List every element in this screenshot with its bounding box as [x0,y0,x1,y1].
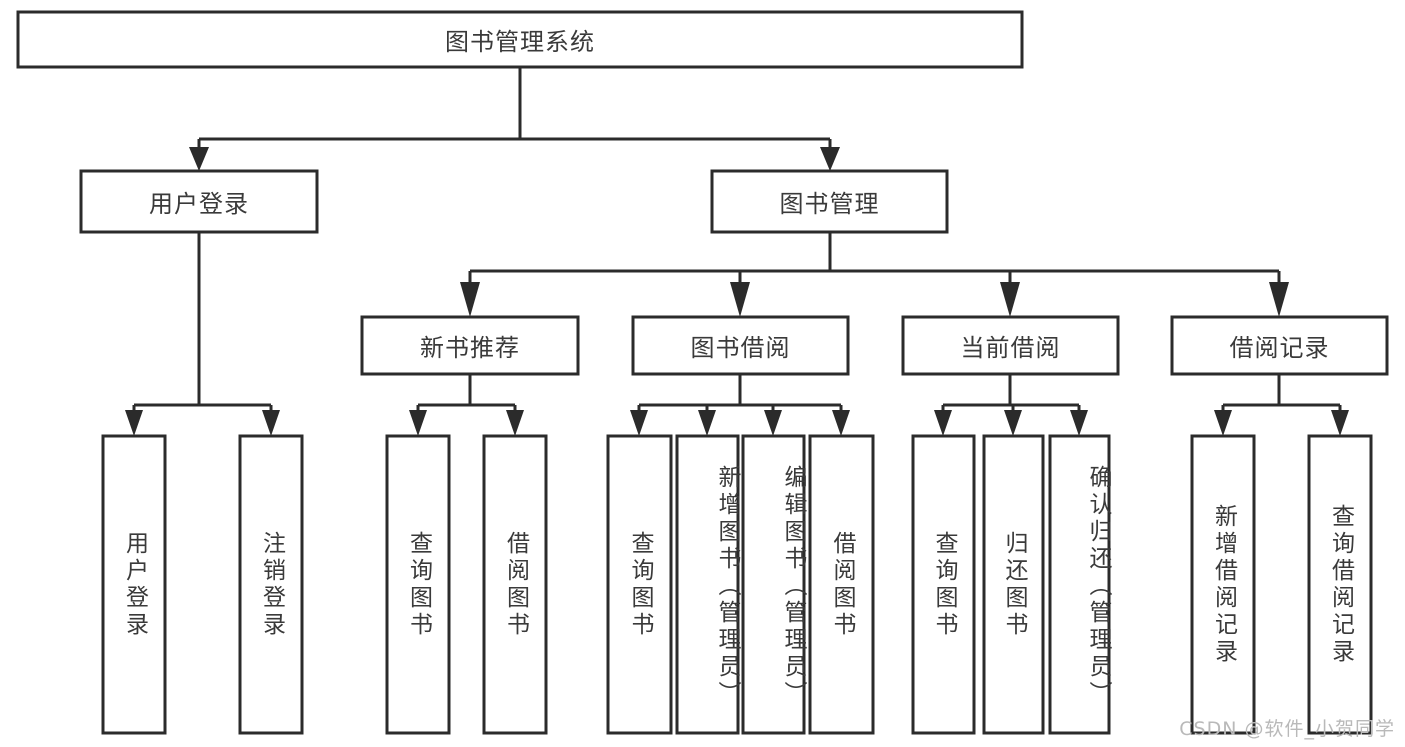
node-box-leaf-return-book[interactable] [982,434,1045,735]
arrow-head-borrow-record [1269,282,1289,317]
node-box-book-management[interactable] [710,169,949,234]
arrow-head-current-borrow [1000,282,1020,317]
arrow-head-leaf-query-book-recommend [409,410,427,436]
arrow-head-leaf-edit-book-admin [764,410,782,436]
node-box-leaf-borrow-book-recommend[interactable] [482,434,548,735]
arrow-head-leaf-confirm-return-admin [1070,410,1088,436]
arrow-head-leaf-add-borrow-record [1214,410,1232,436]
node-box-book-borrow[interactable] [631,315,850,376]
node-box-leaf-add-book-admin[interactable] [675,434,740,735]
connector-group-book-management [460,232,1289,317]
node-box-leaf-query-book-borrow[interactable] [606,434,673,735]
connector-group-user-login [125,232,280,436]
watermark-text: CSDN @软件_小贺同学 [1179,718,1395,740]
node-box-borrow-record[interactable] [1170,315,1389,376]
node-box-leaf-query-book-recommend[interactable] [385,434,451,735]
node-box-leaf-borrow-book[interactable] [808,434,875,735]
node-box-leaf-edit-book-admin[interactable] [741,434,806,735]
node-box-leaf-user-login[interactable] [101,434,167,735]
node-box-leaf-confirm-return-admin[interactable] [1048,434,1111,735]
node-box-root[interactable] [16,10,1024,69]
arrow-head-leaf-borrow-book [832,410,850,436]
arrow-head-book-management [820,147,840,171]
node-box-leaf-query-book-current[interactable] [911,434,976,735]
arrow-head-user-login [189,147,209,171]
arrow-head-leaf-borrow-book-recommend [506,410,524,436]
node-box-new-book-recommend[interactable] [360,315,580,376]
connector-group-root [189,67,840,171]
connector-group-current-borrow [934,374,1088,436]
arrow-head-leaf-user-login [125,410,143,436]
arrow-head-leaf-logout [262,410,280,436]
arrow-head-book-borrow [730,282,750,317]
node-box-leaf-logout[interactable] [238,434,304,735]
arrow-head-new-book-recommend [460,282,480,317]
node-box-leaf-add-borrow-record[interactable] [1190,434,1256,735]
arrow-head-leaf-add-book-admin [698,410,716,436]
node-box-user-login[interactable] [79,169,319,234]
connector-group-book-borrow [630,374,850,436]
arrow-head-leaf-return-book [1004,410,1022,436]
arrow-head-leaf-query-book-borrow [630,410,648,436]
arrow-head-leaf-query-borrow-record [1331,410,1349,436]
connector-group-borrow-record [1214,374,1349,436]
connector-group-new-book-recommend [409,374,524,436]
node-box-leaf-query-borrow-record[interactable] [1307,434,1373,735]
arrow-head-leaf-query-book-current [934,410,952,436]
node-box-current-borrow[interactable] [901,315,1120,376]
